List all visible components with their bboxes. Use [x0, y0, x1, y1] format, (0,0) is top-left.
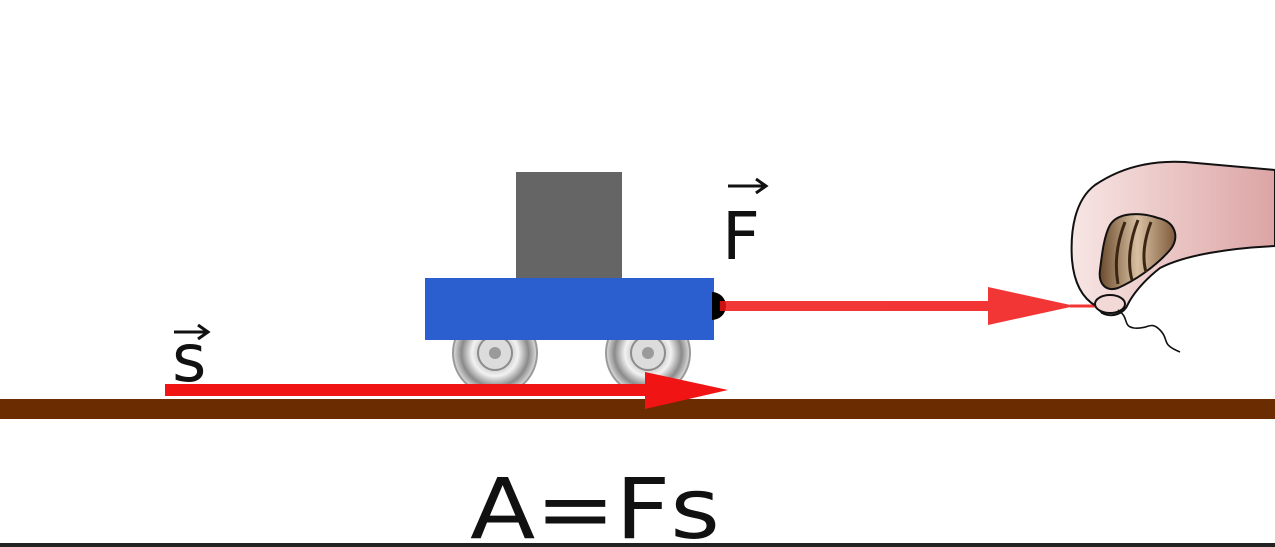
- work-formula: A=Fs: [470, 460, 720, 547]
- svg-text:F: F: [722, 198, 760, 275]
- force-vector-arrow: [720, 287, 1100, 325]
- force-label: F: [722, 177, 769, 275]
- vector-overarrow-icon: [174, 323, 211, 341]
- load-block: [516, 172, 622, 280]
- vector-overarrow-icon: [728, 177, 769, 195]
- frame-bottom-line: [0, 543, 1275, 547]
- displacement-label: s: [172, 320, 211, 397]
- cart-body: [425, 278, 714, 340]
- hand-pulling-string-icon: [1070, 160, 1275, 353]
- cart-hitch: [712, 292, 726, 320]
- ground-surface: [0, 399, 1275, 419]
- displacement-vector-arrow: [165, 372, 728, 409]
